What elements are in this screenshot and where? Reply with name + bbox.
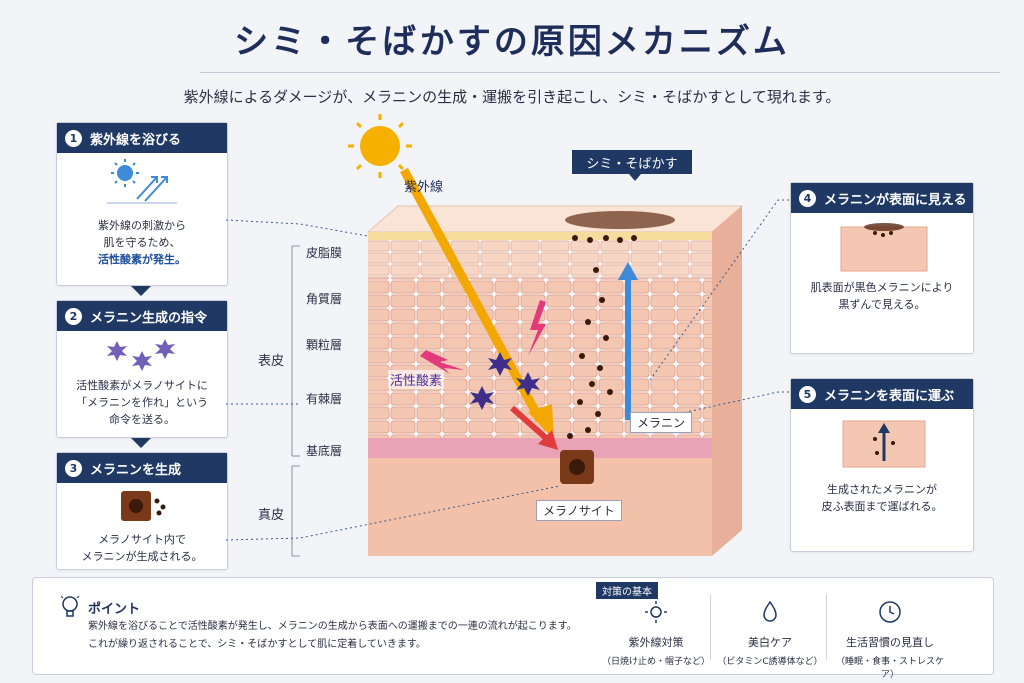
- layer-basal: 基底層: [306, 444, 343, 458]
- step-5-header: 5 メラニンを表面に運ぶ: [791, 379, 973, 409]
- uv-label: 紫外線: [404, 180, 444, 195]
- measure-lifestyle: 生活習慣の見直し （睡眠・食事・ストレスケア）: [830, 600, 950, 680]
- step-2-card: 2 メラニン生成の指令 活性酸素がメラノサイトに 「メラニンを作れ」という 命令…: [56, 300, 228, 438]
- step-3-card: 3 メラニンを生成 メラノサイト内で メラニンが生成される。: [56, 452, 228, 570]
- step-4-title: メラニンが表面に見える: [824, 192, 967, 208]
- step-2-title: メラニン生成の指令: [90, 310, 208, 326]
- basal-layer: [368, 438, 712, 458]
- step-3-line-2: メラニンが生成される。: [81, 550, 203, 563]
- melanin-surface-icon: [840, 223, 928, 272]
- title-divider: [200, 72, 1000, 73]
- melanin-label: メラニン: [630, 412, 693, 433]
- measure-uv-sub: （日焼け止め・帽子など）: [601, 657, 710, 667]
- point-line-1: 紫外線を浴びることで活性酸素が発生し、メラニンの生成から表面への運搬までの一連の…: [88, 621, 577, 632]
- step-1-title: 紫外線を浴びる: [90, 132, 182, 148]
- measure-whitening: 美白ケア （ビタミンC誘導体など）: [710, 600, 830, 667]
- step-1-text: 紫外線の刺激から 肌を守るため、 活性酸素が発生。: [57, 217, 227, 268]
- measures-tag: 対策の基本: [596, 582, 658, 599]
- step-2-number: 2: [65, 307, 82, 325]
- measure-uv-label: 紫外線対策: [628, 636, 684, 649]
- step-2-line-2: 「メラニンを作れ」という: [76, 396, 208, 409]
- spot-label-pointer: [629, 174, 641, 181]
- lightning-icon-2: [528, 300, 546, 356]
- step-3-line-1: メラノサイト内で: [98, 533, 186, 546]
- point-panel: [32, 577, 994, 675]
- measure-lifestyle-sub: （睡眠・食事・ストレスケア）: [835, 657, 944, 680]
- point-line-2: これが繰り返されることで、シミ・そばかすとして肌に定着していきます。: [88, 639, 426, 650]
- dermis-label: 真皮: [258, 508, 285, 523]
- measures-divider-1: [710, 594, 711, 660]
- step-3-text: メラノサイト内で メラニンが生成される。: [57, 531, 227, 565]
- step-1-header: 1 紫外線を浴びる: [57, 123, 227, 153]
- step-4-line-1: 肌表面が黒色メラニンにより: [810, 281, 954, 294]
- step-2-line-3: 命令を送る。: [109, 413, 175, 426]
- step-4-card: 4 メラニンが表面に見える 肌表面が黒色メラニンにより 黒ずんで見える。: [790, 182, 974, 354]
- step-2-to-3-arrow: [131, 438, 151, 448]
- point-text: 紫外線を浴びることで活性酸素が発生し、メラニンの生成から表面への運搬までの一連の…: [88, 618, 588, 654]
- active-oxygen-label: 活性酸素: [388, 370, 445, 389]
- step-5-line-1: 生成されたメラニンが: [827, 483, 937, 496]
- step-3-header: 3 メラニンを生成: [57, 453, 227, 483]
- lightbulb-icon: [60, 595, 80, 617]
- layer-horny: 角質層: [306, 292, 343, 306]
- melanin-granules: [567, 235, 637, 439]
- layer-granular: 顆粒層: [306, 338, 343, 352]
- step-1-to-2-arrow: [131, 286, 151, 296]
- measure-lifestyle-label: 生活習慣の見直し: [846, 636, 934, 649]
- step-1-number: 1: [65, 129, 82, 147]
- melanin-transport-icon: [842, 420, 926, 468]
- layer-spinous: 有棘層: [306, 392, 343, 406]
- step-4-text: 肌表面が黒色メラニンにより 黒ずんで見える。: [791, 279, 973, 313]
- page-title: シミ・そばかすの原因メカニズム: [234, 22, 790, 62]
- step-1-line-3: 活性酸素が発生。: [98, 253, 186, 266]
- step-5-title: メラニンを表面に運ぶ: [824, 388, 955, 404]
- step-5-card: 5 メラニンを表面に運ぶ 生成されたメラニンが 皮ふ表面まで運ばれる。: [790, 378, 974, 552]
- step-3-number: 3: [65, 459, 82, 477]
- clock-icon: [879, 601, 901, 623]
- signal-arrow: [510, 405, 548, 441]
- epidermis-label: 表皮: [258, 354, 285, 369]
- measures-divider-2: [826, 594, 827, 660]
- step-4-header: 4 メラニンが表面に見える: [791, 183, 973, 213]
- step-4-line-2: 黒ずんで見える。: [838, 298, 926, 311]
- step-5-text: 生成されたメラニンが 皮ふ表面まで運ばれる。: [791, 481, 973, 515]
- melanocyte-icon: [121, 491, 166, 521]
- step-2-text: 活性酸素がメラノサイトに 「メラニンを作れ」という 命令を送る。: [57, 377, 227, 428]
- measure-whitening-label: 美白ケア: [748, 636, 792, 649]
- uv-sunlight-icon: [107, 159, 177, 204]
- step-1-card: 1 紫外線を浴びる 紫外線の刺激から 肌を守るため、 活性酸素が発生。: [56, 122, 228, 286]
- measure-whitening-sub: （ビタミンC誘導体など）: [717, 657, 823, 667]
- spot-mark: [565, 211, 675, 229]
- lightning-icon: [420, 350, 464, 374]
- active-oxygen-stars: [470, 352, 540, 410]
- sun-icon: [645, 601, 667, 623]
- step-3-title: メラニンを生成: [90, 462, 182, 478]
- page-subtitle: 紫外線によるダメージが、メラニンの生成・運搬を引き起こし、シミ・そばかすとして現…: [183, 88, 841, 106]
- skin-right-face: [712, 206, 742, 556]
- drop-icon: [763, 600, 777, 622]
- step-4-number: 4: [799, 189, 816, 207]
- sun-icon: [348, 114, 412, 178]
- layer-sebum: 皮脂膜: [306, 246, 343, 260]
- step-1-line-1: 紫外線の刺激から: [98, 219, 186, 232]
- spot-label: シミ・そばかす: [572, 150, 692, 174]
- active-oxygen-icon: [107, 339, 175, 371]
- measure-uv: 紫外線対策 （日焼け止め・帽子など）: [596, 600, 716, 667]
- melanocyte-label: メラノサイト: [536, 500, 622, 521]
- step-2-header: 2 メラニン生成の指令: [57, 301, 227, 331]
- point-title: ポイント: [88, 602, 141, 617]
- step-5-number: 5: [799, 385, 816, 403]
- horny-layer: [368, 240, 712, 278]
- sebum-layer: [368, 232, 712, 240]
- step-2-line-1: 活性酸素がメラノサイトに: [76, 379, 208, 392]
- step-5-line-2: 皮ふ表面まで運ばれる。: [821, 500, 943, 513]
- step-1-line-2: 肌を守るため、: [103, 236, 181, 249]
